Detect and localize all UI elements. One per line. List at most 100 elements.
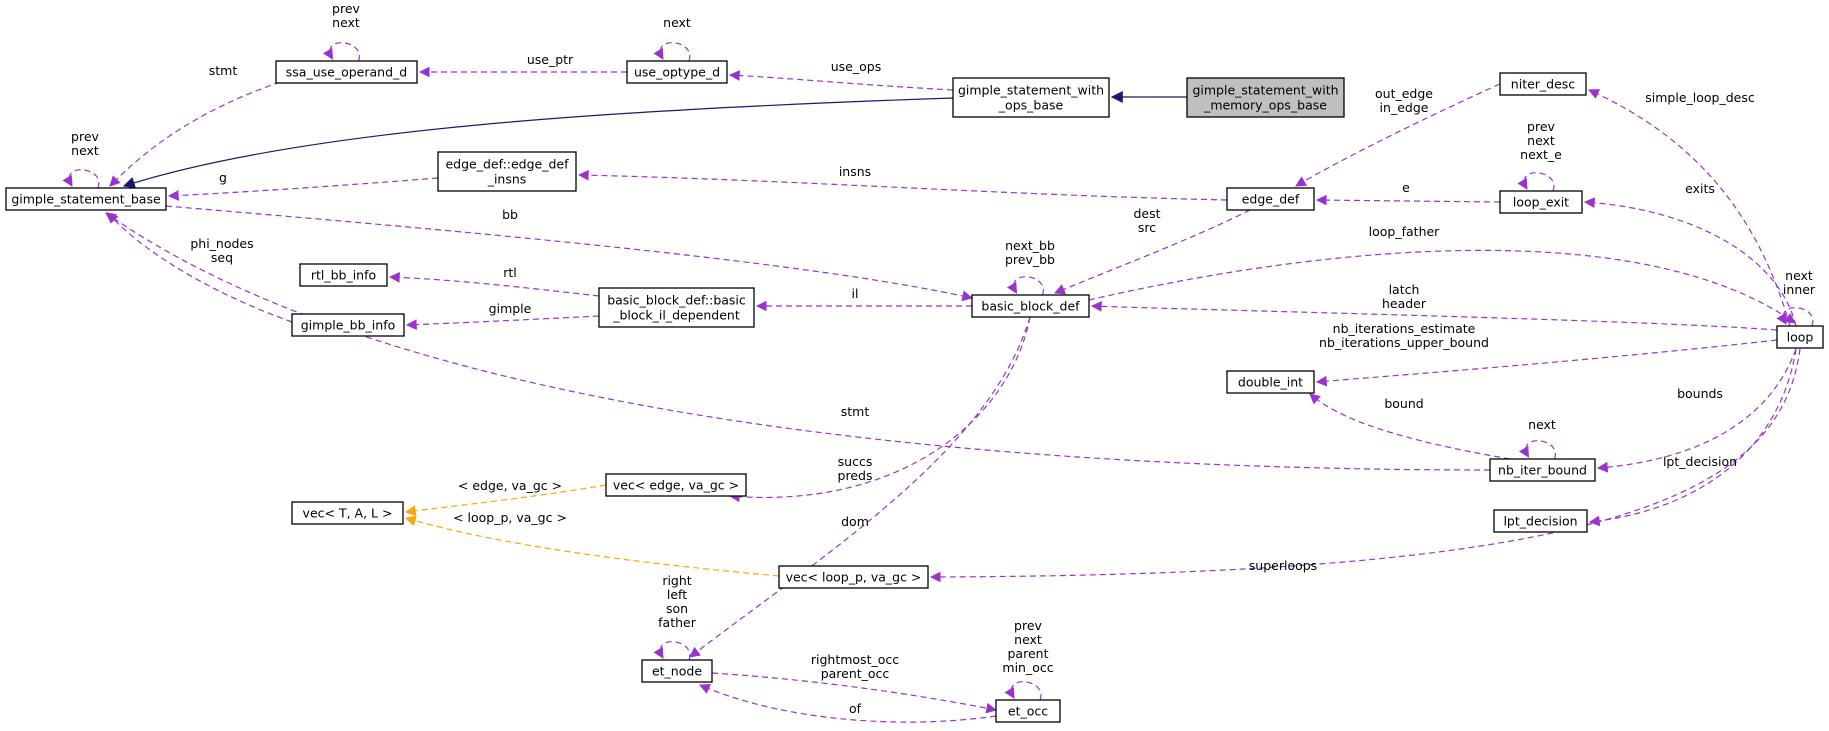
bb-edge [165, 205, 974, 302]
node-nb-iter-bound[interactable]: nb_iter_bound [1489, 458, 1596, 482]
use-optype-self-edge [653, 42, 691, 62]
node-gimple-statement-with-ops-base[interactable]: gimple_statement_with_ops_base [952, 77, 1110, 118]
bb-self-edge [1006, 276, 1044, 296]
tmpl-edge-edge [404, 484, 607, 517]
node-label-edge-def: edge_def [1242, 192, 1300, 207]
gimple-edge [405, 315, 600, 331]
node-vec-edge[interactable]: vec< edge, va_gc > [605, 473, 747, 497]
edge-label-nb-iter-self: next [1528, 417, 1556, 432]
insns-edge [577, 169, 1228, 201]
tmpl-loop-edge [404, 515, 780, 577]
node-gimple-statement-with-memory-ops-base[interactable]: gimple_statement_with_memory_ops_base [1186, 77, 1345, 118]
node-label-loop: loop [1787, 330, 1814, 345]
edge-label-bound: bound [1384, 396, 1423, 411]
edge-label-use-ptr: use_ptr [527, 52, 574, 67]
node-label-ssa-use-operand-d: ssa_use_operand_d [286, 65, 407, 80]
edge-label-insns: insns [839, 164, 871, 179]
node-et-occ[interactable]: et_occ [995, 699, 1061, 723]
node-basic-block-il-dependent[interactable]: basic_block_def::basic_block_il_dependen… [598, 287, 755, 328]
simple-loop-desc-edge [1588, 89, 1791, 327]
node-label-gimple-bb-info: gimple_bb_info [301, 318, 396, 333]
node-ssa-use-operand-d[interactable]: ssa_use_operand_d [275, 60, 418, 84]
node-basic-block-def[interactable]: basic_block_def [971, 294, 1090, 318]
node-label-vec-TAL: vec< T, A, L > [303, 506, 393, 521]
node-loop-exit[interactable]: loop_exit [1499, 190, 1583, 214]
node-label-lpt-decision: lpt_decision [1503, 514, 1577, 529]
gimple-base-self-edge [62, 169, 100, 189]
node-use-optype-d[interactable]: use_optype_d [626, 60, 728, 84]
node-vec-TAL[interactable]: vec< T, A, L > [291, 501, 404, 525]
nodes-layer: gimple_statement_with_memory_ops_basegim… [5, 60, 1824, 723]
lpt-edge [1588, 348, 1797, 527]
node-gimple-statement-base[interactable]: gimple_statement_base [5, 187, 167, 211]
edge-label-il: il [852, 286, 859, 301]
node-vec-loop-p[interactable]: vec< loop_p, va_gc > [778, 565, 929, 589]
node-et-node[interactable]: et_node [641, 659, 713, 683]
edge-label-loop-stmt: stmt [841, 404, 870, 419]
loop-exit-self-edge [1517, 172, 1555, 192]
et-node-self-edge [653, 641, 691, 661]
node-label-nb-iter-bound: nb_iter_bound [1498, 463, 1587, 478]
edges-layer [62, 42, 1814, 723]
edge-label-gimple-base-stmt: stmt [209, 63, 238, 78]
use-ops-edge [728, 70, 954, 91]
loop-stmt-edge [105, 212, 1491, 471]
node-gimple-bb-info[interactable]: gimple_bb_info [291, 313, 405, 337]
node-label-gimple-statement-with-memory-ops-base: gimple_statement_with_memory_ops_base [1192, 83, 1338, 113]
edge-label-tmpl-edge: < edge, va_gc > [458, 478, 562, 493]
dom-edge [689, 316, 1031, 658]
edge-label-exits: exits [1685, 181, 1715, 196]
exits-edge [1583, 197, 1797, 327]
of-edge [699, 683, 997, 723]
rtl-edge [388, 272, 600, 297]
edge-label-g: g [219, 170, 227, 185]
dest-src-edge [1054, 209, 1251, 295]
node-edge-def-insns[interactable]: edge_def::edge_def_insns [437, 151, 577, 192]
e-edge [1315, 194, 1501, 206]
edge-label-loop-father: loop_father [1369, 224, 1441, 239]
inherit-edge [122, 97, 954, 189]
out-in-edge-edge [1295, 83, 1501, 187]
edge-label-gimple: gimple [489, 301, 532, 316]
et-occ-self-edge [1004, 681, 1042, 701]
succs-preds-edge [728, 316, 1031, 503]
node-label-edge-def-insns: edge_def::edge_def_insns [445, 157, 569, 187]
edge-label-tmpl-loop: < loop_p, va_gc > [453, 510, 567, 525]
bounds-edge [1596, 348, 1797, 473]
edge-label-rtl: rtl [503, 265, 517, 280]
nb-iterations-edge [1315, 339, 1778, 387]
node-label-gimple-statement-with-ops-base: gimple_statement_with_ops_base [958, 83, 1104, 113]
edge-label-simple-loop-desc: simple_loop_desc [1645, 90, 1755, 105]
node-edge-def[interactable]: edge_def [1226, 187, 1315, 211]
edge-label-use-optype-self: next [663, 15, 691, 30]
edge-label-lpt: lpt_decision [1663, 454, 1737, 469]
node-loop[interactable]: loop [1776, 325, 1824, 349]
node-niter-desc[interactable]: niter_desc [1499, 72, 1587, 96]
node-rtl-bb-info[interactable]: rtl_bb_info [299, 263, 388, 287]
edge-label-superloops: superloops [1249, 558, 1317, 573]
edge-label-bounds: bounds [1677, 386, 1723, 401]
loop-father-edge [1088, 249, 1796, 324]
bound-edge [1309, 393, 1511, 460]
node-label-et-occ: et_occ [1008, 704, 1048, 719]
node-label-vec-edge: vec< edge, va_gc > [613, 478, 739, 493]
node-label-gimple-statement-base: gimple_statement_base [11, 192, 161, 207]
node-label-niter-desc: niter_desc [1511, 77, 1576, 92]
node-label-loop-exit: loop_exit [1513, 195, 1569, 210]
node-label-rtl-bb-info: rtl_bb_info [311, 268, 376, 283]
node-label-basic-block-def: basic_block_def [981, 299, 1080, 314]
loop-self-edge [1776, 307, 1814, 327]
latch-header-edge [1090, 300, 1778, 331]
edge-label-dom: dom [841, 514, 869, 529]
node-lpt-decision[interactable]: lpt_decision [1493, 509, 1588, 533]
node-double-int[interactable]: double_int [1226, 370, 1315, 394]
